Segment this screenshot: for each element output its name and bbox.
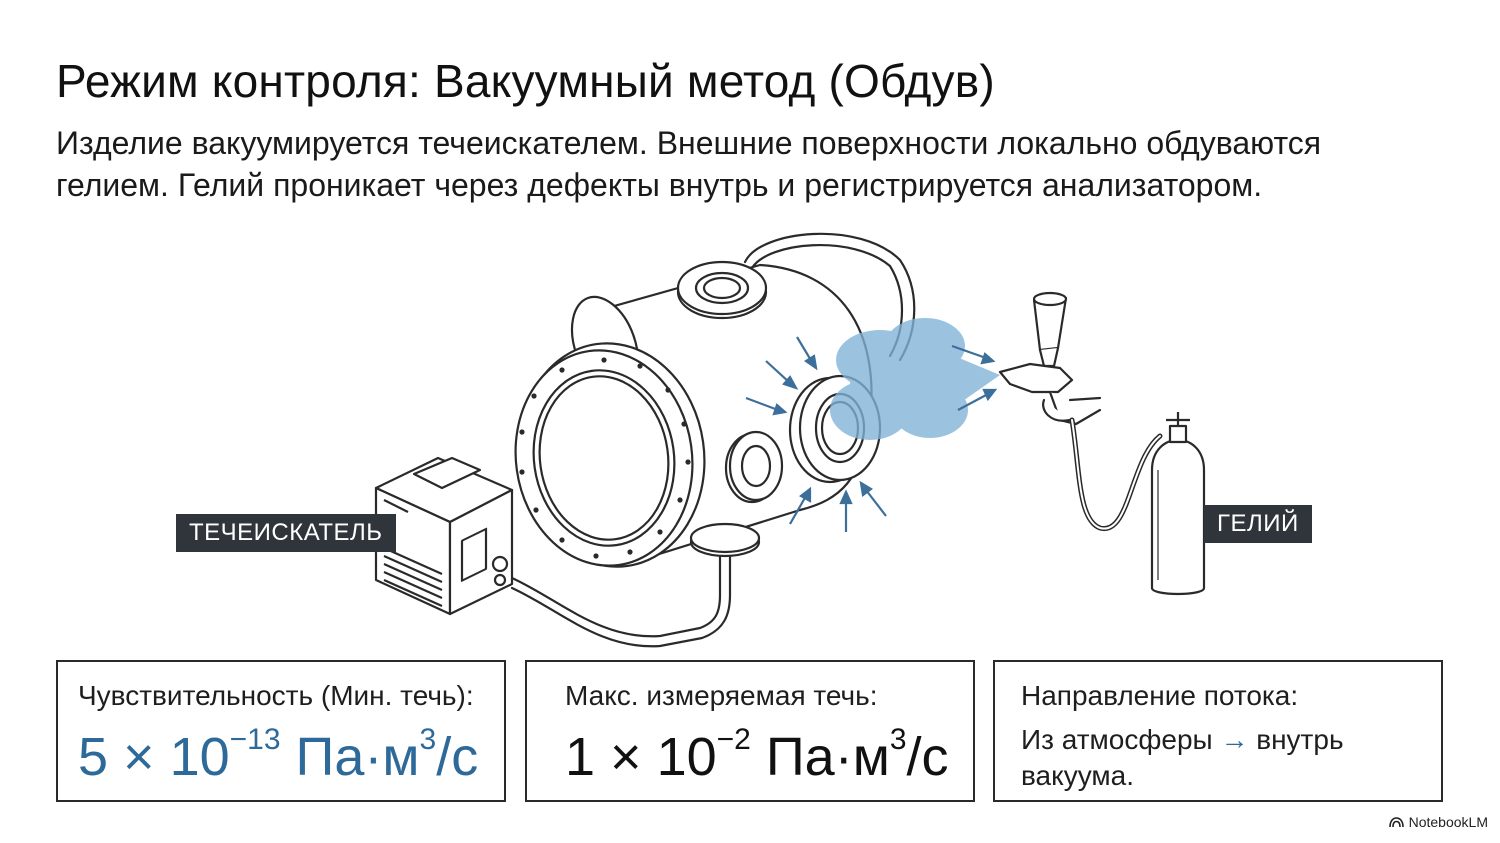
max-leak-card: Макс. измеряемая течь: 1 × 10−2 Па·м3/с [525, 660, 975, 802]
page-title: Режим контроля: Вакуумный метод (Обдув) [56, 55, 995, 107]
brand-watermark: NotebookLM [1388, 814, 1488, 830]
helium-hose [1069, 417, 1163, 531]
leak-detector-label: ТЕЧЕИСКАТЕЛЬ [176, 514, 396, 552]
brand-name: NotebookLM [1408, 814, 1488, 830]
vacuum-method-diagram [374, 232, 1206, 648]
flow-direction-card: Направление потока: Из атмосферы → внутр… [993, 660, 1443, 802]
helium-label: ГЕЛИЙ [1204, 505, 1312, 543]
helium-cloud [830, 318, 1000, 440]
spray-gun [998, 291, 1102, 426]
main-flange [514, 342, 706, 568]
bottom-flange [689, 522, 761, 558]
top-flange [676, 260, 768, 320]
sensitivity-card: Чувствительность (Мин. течь): 5 × 10−13 … [56, 660, 506, 802]
notebooklm-logo-icon [1388, 817, 1404, 828]
leak-detector-unit [374, 456, 514, 616]
max-leak-value: 1 × 10−2 Па·м3/с [565, 723, 949, 788]
helium-cylinder [1150, 412, 1206, 596]
sensitivity-value: 5 × 10−13 Па·м3/с [78, 723, 479, 788]
flow-direction-text: Из атмосферы → внутрь вакуума. [1021, 724, 1344, 791]
arrow-right-icon: → [1220, 724, 1249, 755]
sensitivity-label: Чувствительность (Мин. течь): [78, 680, 474, 711]
flow-direction-label: Направление потока: [1021, 680, 1299, 711]
max-leak-label: Макс. измеряемая течь: [565, 680, 878, 711]
side-flange [724, 430, 784, 504]
helium-arrows [745, 336, 998, 532]
vacuum-hose [510, 553, 722, 638]
page-subtitle: Изделие вакуумируется течеискателем. Вне… [56, 125, 1322, 203]
